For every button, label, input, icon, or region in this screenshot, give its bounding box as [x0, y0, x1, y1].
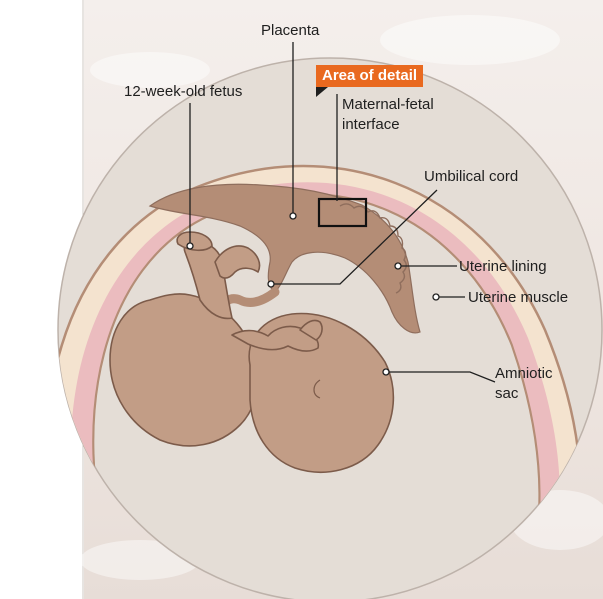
- area-of-detail-badge: Area of detail: [316, 65, 423, 87]
- label-uterine-lining: Uterine lining: [459, 257, 547, 276]
- label-amniotic-line2: sac: [495, 384, 518, 403]
- badge-tab: [316, 87, 328, 97]
- label-umbilical-cord: Umbilical cord: [424, 167, 518, 186]
- label-fetus: 12-week-old fetus: [124, 82, 242, 101]
- label-interface-line1: Maternal-fetal: [342, 95, 434, 114]
- label-placenta: Placenta: [261, 21, 319, 40]
- label-uterine-muscle: Uterine muscle: [468, 288, 568, 307]
- label-interface-line2: interface: [342, 115, 400, 134]
- label-amniotic-line1: Amniotic: [495, 364, 553, 383]
